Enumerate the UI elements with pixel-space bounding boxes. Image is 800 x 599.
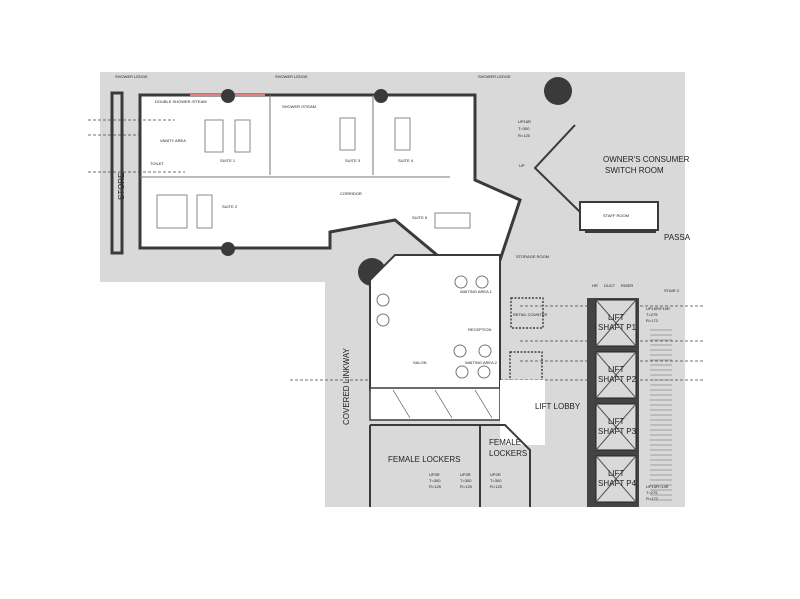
corridor-label: CORRIDOR — [340, 191, 362, 196]
staff-room-label: STAFF ROOM — [603, 213, 629, 218]
reception-area — [369, 254, 501, 391]
lift-shaft-label: SHAFT P2 — [598, 375, 637, 384]
stair-note: R=125 — [460, 484, 473, 489]
stair-up16r-t: T=300 — [518, 126, 530, 131]
stair-note: R=125 — [429, 484, 442, 489]
vanity-label: VANITY AREA — [160, 138, 186, 143]
stair-note: UP15R/F15R — [646, 306, 670, 311]
stair-note: R=172 — [646, 318, 659, 323]
column — [544, 77, 572, 105]
shower-steam-label: SHOWER /STEAM — [282, 104, 316, 109]
lift-shaft-label: SHAFT P4 — [598, 479, 637, 488]
waiting2-label: WAITING AREA 2 — [465, 360, 498, 365]
suites-block — [138, 93, 522, 272]
stair-note: T=275 — [646, 312, 658, 317]
storage-label: STORAGE ROOM — [516, 254, 549, 259]
suite5-label: SUITE 5 — [412, 215, 428, 220]
toilet-label: TOILET — [150, 161, 164, 166]
shower-ledge-label: SHOWER LEDGE — [478, 74, 511, 79]
female-lockers-wall — [369, 424, 531, 507]
riser-label: RISER — [621, 283, 633, 288]
stair-note: UP2R — [490, 472, 501, 477]
shower-ledge-label: SHOWER LEDGE — [275, 74, 308, 79]
stair-note: UP15R+14R — [646, 484, 669, 489]
store-label: STORE — [117, 173, 126, 200]
waiting1-label: WAITING AREA 1 — [460, 289, 493, 294]
lift-shaft-label: SHAFT P1 — [598, 323, 637, 332]
retail-label: RETAIL COUNTER — [513, 312, 548, 317]
stair-up16r: UP16R — [518, 119, 531, 124]
lift-shaft-label: LIFT — [608, 313, 625, 322]
suite1-label: SUITE 1 — [220, 158, 236, 163]
suite4-label: SUITE 4 — [398, 158, 414, 163]
entry-strip — [369, 387, 501, 421]
stair-note: UP3R — [429, 472, 440, 477]
lift-lobby-floor — [500, 380, 545, 445]
stair-note: R=125 — [490, 484, 503, 489]
passage-label: PASSA — [664, 233, 691, 242]
lift-lobby-label: LIFT LOBBY — [535, 402, 581, 411]
up-label: UP — [519, 163, 525, 168]
duct-label: DUCT — [604, 283, 616, 288]
lift-shaft-label: SHAFT P3 — [598, 427, 637, 436]
suite2-label: SUITE 2 — [222, 204, 238, 209]
lift-shaft-label: LIFT — [608, 417, 625, 426]
stair-up16r-r: R=125 — [518, 133, 531, 138]
waiting-chairs — [376, 275, 492, 379]
covered-linkway-label: COVERED LINKWAY — [342, 347, 351, 425]
stair-note: UP3R — [460, 472, 471, 477]
reception-label: RECEPTION — [468, 327, 491, 332]
stair-note: T=275 — [646, 490, 658, 495]
salon-label: SALON — [413, 360, 427, 365]
lift-shaft-label: LIFT — [608, 469, 625, 478]
suite3-label: SUITE 3 — [345, 158, 361, 163]
double-shower-label: DOUBLE SHOWER /STEAM — [155, 99, 207, 104]
column — [374, 89, 388, 103]
column — [221, 242, 235, 256]
lift-shaft-label: LIFT — [608, 365, 625, 374]
stair-note: T=300 — [429, 478, 441, 483]
switch-room-label-2: SWITCH ROOM — [605, 166, 664, 175]
stair-treads — [650, 329, 672, 501]
stair-note: T=300 — [490, 478, 502, 483]
switch-room-label-1: OWNER'S CONSUMER — [603, 155, 690, 164]
female-lockers-label: FEMALE LOCKERS — [388, 455, 460, 464]
stair-note: R=172 — [646, 496, 659, 501]
store-room — [110, 91, 124, 255]
female-lockers2-label-b: LOCKERS — [489, 449, 527, 458]
shower-ledge-label: SHOWER LEDGE — [115, 74, 148, 79]
retail-counter — [510, 297, 544, 329]
female-lockers2-label-a: FEMALE — [489, 438, 521, 447]
stair-c-label: STAIR C — [664, 288, 680, 293]
stair-note: T=300 — [460, 478, 472, 483]
staff-room — [579, 201, 659, 231]
hr-label: HR — [592, 283, 598, 288]
column — [221, 89, 235, 103]
